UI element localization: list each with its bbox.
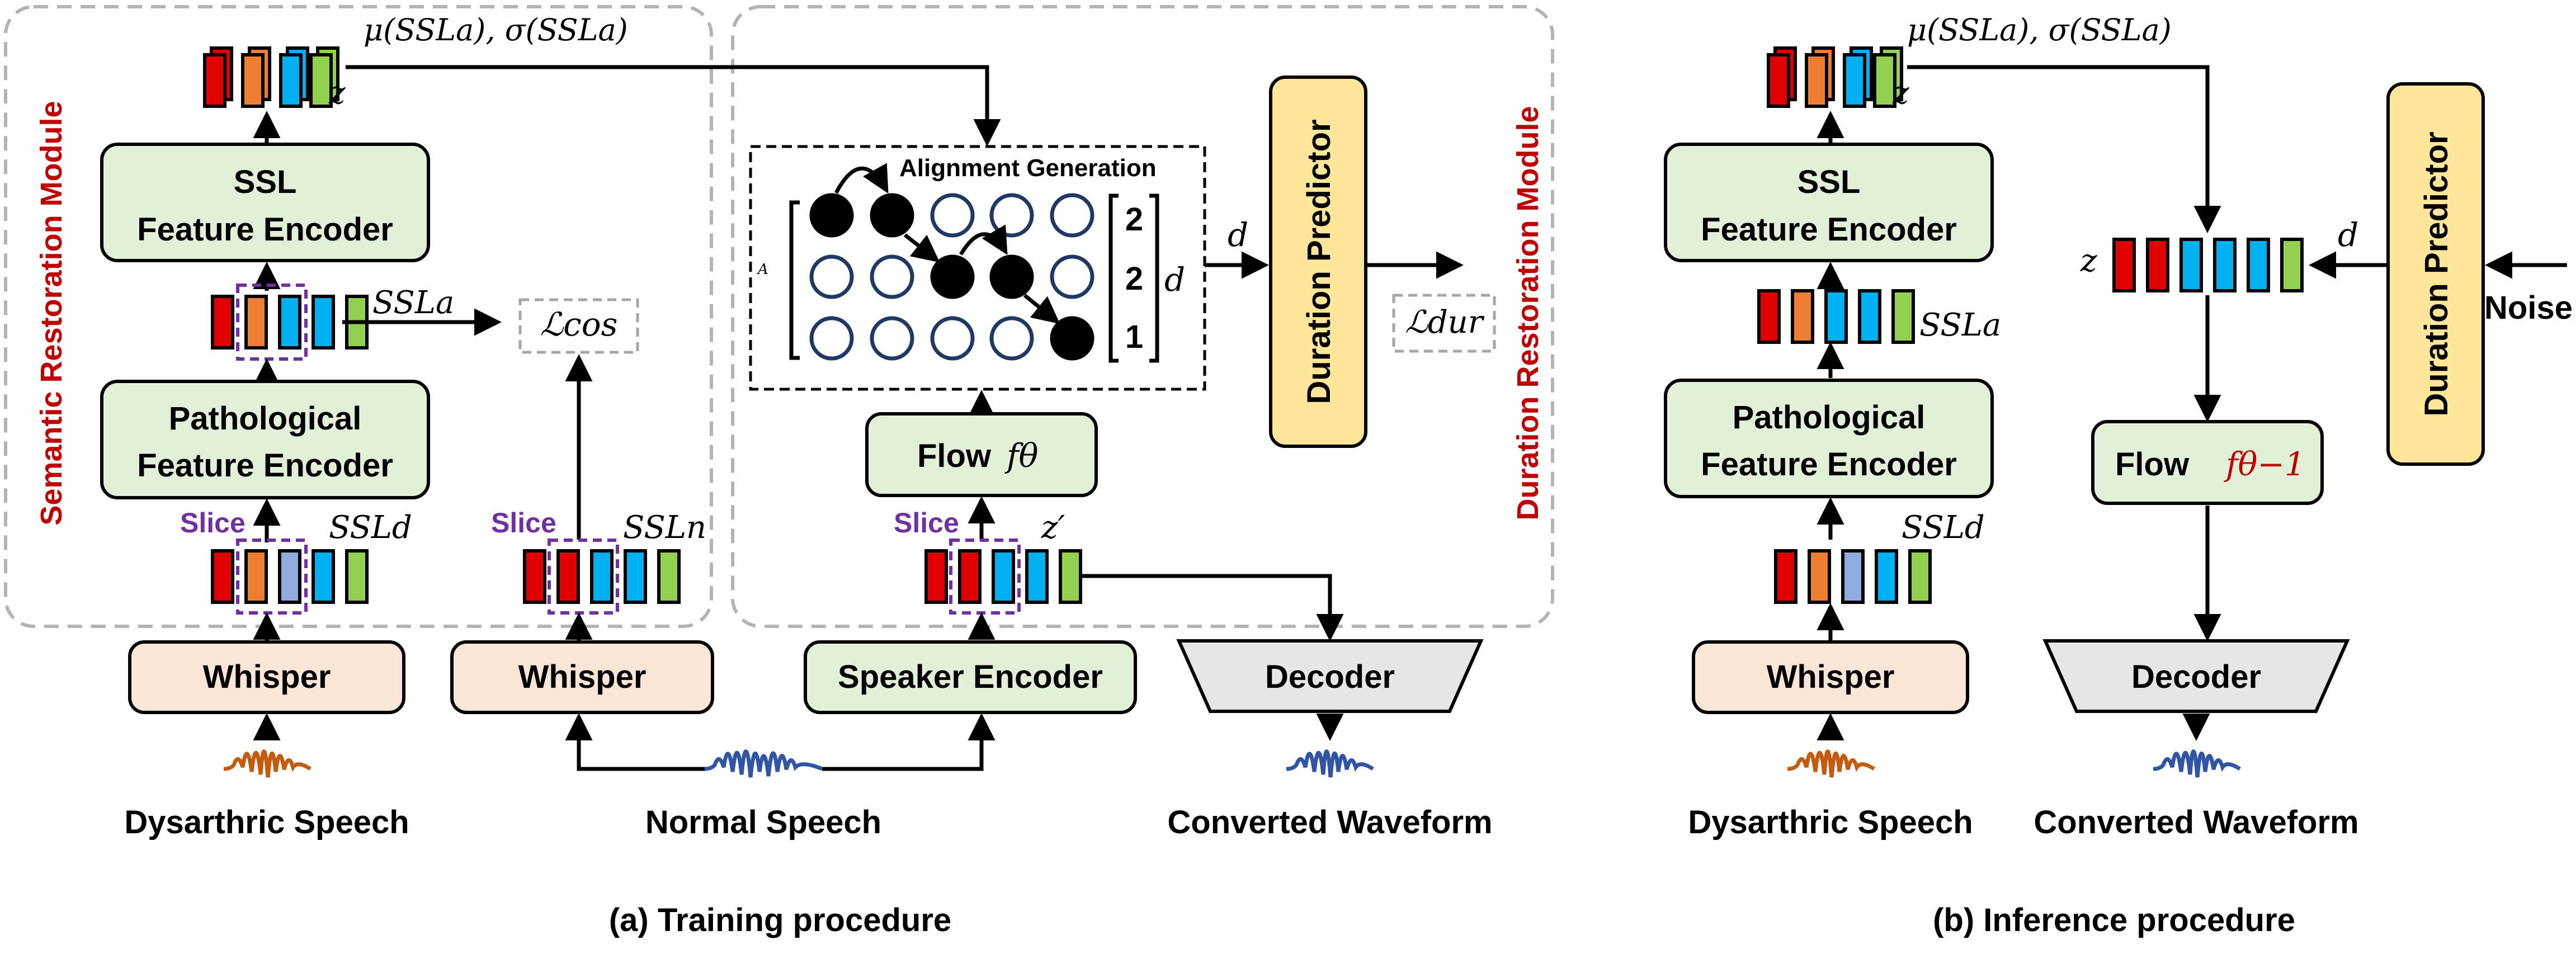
inf-ssl-encoder-line1: SSL [1797, 164, 1861, 200]
label-ssl-n: SSLn [623, 509, 706, 546]
label-z-prime: z′ [1041, 509, 1065, 546]
ssl-n-vector [523, 549, 681, 604]
semantic-module-label: Semantic Restoration Module [35, 101, 68, 525]
path-encoder-line2: Feature Encoder [137, 447, 393, 484]
alignment-matrix-label: A [757, 261, 768, 278]
normal-speech-split-left [565, 713, 705, 771]
flow-train-label: Flow [917, 438, 992, 474]
inf-whisper-label: Whisper [1767, 659, 1895, 695]
inf-duration-predictor [2386, 82, 2485, 466]
matrix-left-bracket [789, 200, 800, 360]
decoder-train-label: Decoder [1265, 659, 1395, 695]
duration-predictor-train [1269, 75, 1367, 448]
z-prime-vector [924, 549, 1082, 604]
inf-flow-label: Flow [2115, 446, 2190, 483]
inf-label-z-top: z [1892, 75, 1909, 111]
label-mu-sigma: μ(SSLa), σ(SSLa) [364, 12, 628, 48]
inf-z-vector [2112, 238, 2304, 292]
alignment-generation-box [749, 145, 1206, 391]
inf-ssl-feature-encoder [1664, 143, 1994, 262]
converted-waveform-train: Converted Waveform [1167, 804, 1492, 840]
noise-label: Noise [2484, 290, 2573, 326]
whisper-mid [450, 640, 714, 714]
inf-pathological-feature-encoder [1664, 379, 1994, 498]
inf-converted-wave-icon [2153, 749, 2241, 778]
label-d-matrix: d [1164, 261, 1185, 299]
slice-label-left: Slice [180, 507, 246, 539]
duration-vector-bracket-right [1149, 193, 1159, 363]
label-d-arrow: d [1228, 216, 1248, 254]
dysarthric-speech-left: Dysarthric Speech [124, 804, 409, 840]
duration-module-label: Duration Restoration Module [1511, 106, 1545, 521]
flow-train [865, 412, 1098, 497]
ssl-encoder-line1: SSL [234, 164, 297, 200]
normal-wave-icon [704, 749, 823, 778]
slice-label-mid: Slice [491, 507, 556, 539]
alignment-title: Alignment Generation [899, 154, 1157, 182]
loss-cos-box [518, 298, 639, 354]
ssl-encoder-line2: Feature Encoder [137, 211, 393, 248]
inf-label-ssl-a: SSLa [1919, 307, 2001, 343]
label-ssl-d: SSLd [329, 509, 412, 546]
inf-decoder [2042, 639, 2350, 713]
ssl-d-vector [211, 549, 369, 604]
inference-z-vector-stack [1767, 46, 1903, 108]
inf-converted-waveform: Converted Waveform [2034, 804, 2358, 840]
inf-path-encoder-line1: Pathological [1733, 399, 1926, 436]
loss-cos: ℒcos [540, 305, 618, 343]
duration-value-3: 1 [1125, 319, 1143, 355]
converted-wave-icon-train [1286, 749, 1374, 778]
whisper-left-label: Whisper [203, 659, 331, 695]
whisper-left [128, 640, 405, 714]
inf-path-encoder-line2: Feature Encoder [1701, 446, 1957, 483]
inf-ssl-a-vector [1757, 289, 1915, 344]
inf-label-d: d [2338, 216, 2358, 254]
pathological-feature-encoder [100, 380, 430, 499]
duration-vector-bracket-left [1108, 193, 1119, 363]
semantic-module-region [4, 5, 713, 628]
duration-module-region [731, 5, 1554, 628]
inference-caption: (b) Inference procedure [1933, 902, 2295, 938]
inf-ssl-d-vector [1774, 549, 1932, 604]
inf-z-to-sampling-arrow [1907, 65, 2221, 233]
inf-flow [2091, 420, 2324, 505]
duration-value-1: 2 [1125, 201, 1143, 238]
dysarthric-wave-icon [223, 749, 312, 778]
inf-whisper [1692, 640, 1969, 714]
inf-duration-predictor-label: Duration Predictor [2418, 131, 2455, 416]
inf-label-mu-sigma: μ(SSLa), σ(SSLa) [1907, 12, 2172, 48]
inf-dysarthric-wave-icon [1787, 749, 1875, 778]
inf-decoder-label: Decoder [2131, 659, 2261, 695]
speaker-encoder [804, 640, 1137, 714]
decoder-train [1176, 639, 1484, 713]
alignment-path-arrows [834, 163, 1060, 324]
label-ssl-a: SSLa [372, 285, 454, 321]
normal-speech-split-right [822, 713, 996, 771]
z-to-alignment-arrow [346, 65, 1001, 147]
alignment-matrix [809, 193, 1094, 361]
path-encoder-line1: Pathological [169, 400, 362, 437]
inf-dysarthric-speech: Dysarthric Speech [1688, 804, 1973, 840]
normal-speech: Normal Speech [645, 804, 881, 840]
whisper-mid-label: Whisper [518, 659, 647, 695]
duration-predictor-train-label: Duration Predictor [1301, 119, 1337, 404]
inf-label-ssl-d: SSLd [1902, 509, 1985, 546]
z-vector-stack [203, 46, 339, 108]
duration-value-2: 2 [1125, 261, 1143, 297]
label-z-top: z [328, 75, 346, 111]
inf-flow-symbol: fθ−1 [2224, 445, 2305, 483]
loss-dur: ℒdur [1405, 304, 1484, 341]
slice-label-right: Slice [894, 507, 959, 539]
training-caption: (a) Training procedure [609, 902, 951, 938]
loss-dur-box [1392, 294, 1496, 353]
flow-train-symbol: fθ [1004, 437, 1038, 475]
zprime-to-decoder-arrow [1081, 574, 1344, 641]
ssl-feature-encoder [100, 143, 430, 262]
speaker-encoder-label: Speaker Encoder [838, 659, 1103, 695]
inf-ssl-encoder-line2: Feature Encoder [1701, 211, 1957, 248]
inf-label-z-mid: z [2080, 243, 2097, 279]
